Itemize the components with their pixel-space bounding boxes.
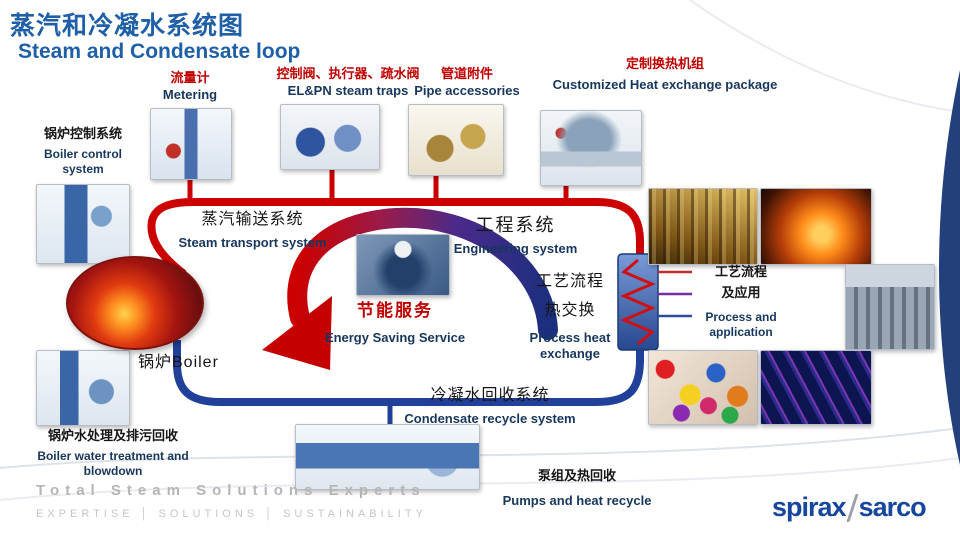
process-application-zh2: 及应用	[721, 284, 761, 300]
water-treatment-photo	[36, 350, 130, 426]
metering-photo	[150, 108, 232, 180]
steam-traps-label-zh: 控制阀、执行器、疏水阀	[276, 66, 420, 81]
condensate-pipe	[173, 340, 644, 406]
process-heat-exchange-zh1: 工艺流程	[535, 273, 604, 290]
heat-exchange-package-photo	[540, 110, 642, 186]
tagline-text: EXPERTISE │ SOLUTIONS │ SUSTAINABILITY	[36, 508, 427, 520]
process-heat-exchange-en: Process heat exchange	[529, 329, 611, 362]
steam-pipe	[147, 198, 644, 278]
process-application-en: Process and application	[705, 309, 777, 340]
pipe-accessories-label-en: Pipe accessories	[414, 82, 520, 98]
energy-loop-arrowhead	[262, 296, 332, 370]
heat-exchange-package-label-zh: 定制换热机组	[625, 56, 704, 71]
steam-transport-label-zh: 蒸汽输送系统	[201, 211, 304, 228]
pumps-heat-recycle-label-zh: 泵组及热回收	[537, 468, 616, 483]
engineering-label-en: Engineering system	[453, 241, 578, 257]
steam-connectors	[187, 168, 569, 202]
brand-slash-icon	[846, 493, 859, 522]
building-photo	[845, 264, 935, 350]
process-heat-exchange-zh2: 热交换	[544, 301, 596, 319]
boiler-control-label: 锅炉控制系统 Boiler control system	[28, 126, 138, 178]
heat-exchange-package-label: 定制换热机组 Customized Heat exchange package	[535, 56, 795, 94]
boiler-label: 锅炉Boiler	[138, 353, 248, 374]
engineering-label: 工程系统 Engineering system	[448, 214, 583, 258]
watermark-text: Total Steam Solutions Experts	[36, 482, 426, 499]
steam-traps-label: 控制阀、执行器、疏水阀 EL&PN steam traps	[258, 66, 438, 100]
energy-loop-arrow	[287, 207, 558, 340]
steam-transport-label-en: Steam transport system	[178, 234, 327, 250]
condensate-recycle-label-zh: 冷凝水回收系统	[430, 387, 550, 404]
boiler-label-zh: 锅炉Boiler	[138, 354, 219, 371]
steam-traps-label-en: EL&PN steam traps	[287, 82, 409, 98]
refinery-photo	[760, 188, 872, 265]
metering-label: 流量计 Metering	[140, 70, 240, 104]
page-title-zh: 蒸汽和冷凝水系统图	[10, 12, 245, 40]
pipe-accessories-label-zh: 管道附件	[440, 66, 493, 81]
pumps-photo	[295, 424, 480, 490]
pharma-photo	[648, 350, 758, 425]
process-application-zh1: 工艺流程	[714, 264, 767, 279]
pipe-accessories-photo	[408, 104, 504, 176]
energy-saving-label-zh: 节能服务	[357, 301, 433, 320]
water-treatment-label-zh: 锅炉水处理及排污回收	[47, 428, 178, 443]
pumps-heat-recycle-label: 泵组及热回收 Pumps and heat recycle	[482, 468, 672, 510]
engineering-label-zh: 工程系统	[475, 215, 556, 235]
bg-swoosh-top-right	[689, 0, 960, 113]
metering-label-zh: 流量计	[170, 70, 210, 85]
brand-spirax: spirax	[772, 492, 847, 522]
energy-saving-label-en: Energy Saving Service	[324, 330, 466, 346]
boiler-control-label-en: Boiler control system	[43, 146, 122, 177]
steam-transport-label: 蒸汽输送系统 Steam transport system	[165, 210, 340, 252]
water-treatment-label: 锅炉水处理及排污回收 Boiler water treatment and bl…	[28, 428, 198, 480]
process-heat-exchange-label: 工艺流程 热交换 Process heat exchange	[515, 272, 625, 363]
engineer-photo	[356, 234, 450, 296]
water-treatment-label-en: Boiler water treatment and blowdown	[37, 448, 189, 479]
process-application-label: 工艺流程 及应用 Process and application	[685, 264, 797, 341]
brand-sarco: sarco	[858, 492, 927, 522]
condensate-recycle-label-en: Condensate recycle system	[404, 410, 576, 426]
canning-industry-photo	[648, 188, 758, 265]
energy-saving-label: 节能服务 Energy Saving Service	[315, 300, 475, 347]
condensate-recycle-label: 冷凝水回收系统 Condensate recycle system	[390, 386, 590, 428]
bg-right-band	[939, 70, 960, 465]
heat-exchange-package-label-en: Customized Heat exchange package	[552, 76, 778, 92]
metering-label-en: Metering	[162, 86, 218, 102]
boiler-vessel	[66, 256, 204, 350]
pumps-heat-recycle-label-en: Pumps and heat recycle	[502, 492, 652, 508]
steam-traps-photo	[280, 104, 380, 170]
pipe-accessories-label: 管道附件 Pipe accessories	[408, 66, 526, 100]
heat-exchanger-coil	[620, 258, 656, 346]
fiber-optics-photo	[760, 350, 872, 425]
boiler-control-label-zh: 锅炉控制系统	[43, 126, 122, 141]
boiler-control-photo	[36, 184, 130, 264]
brand-logo: spirax sarco	[772, 492, 927, 523]
page-title-en: Steam and Condensate loop	[18, 40, 301, 63]
